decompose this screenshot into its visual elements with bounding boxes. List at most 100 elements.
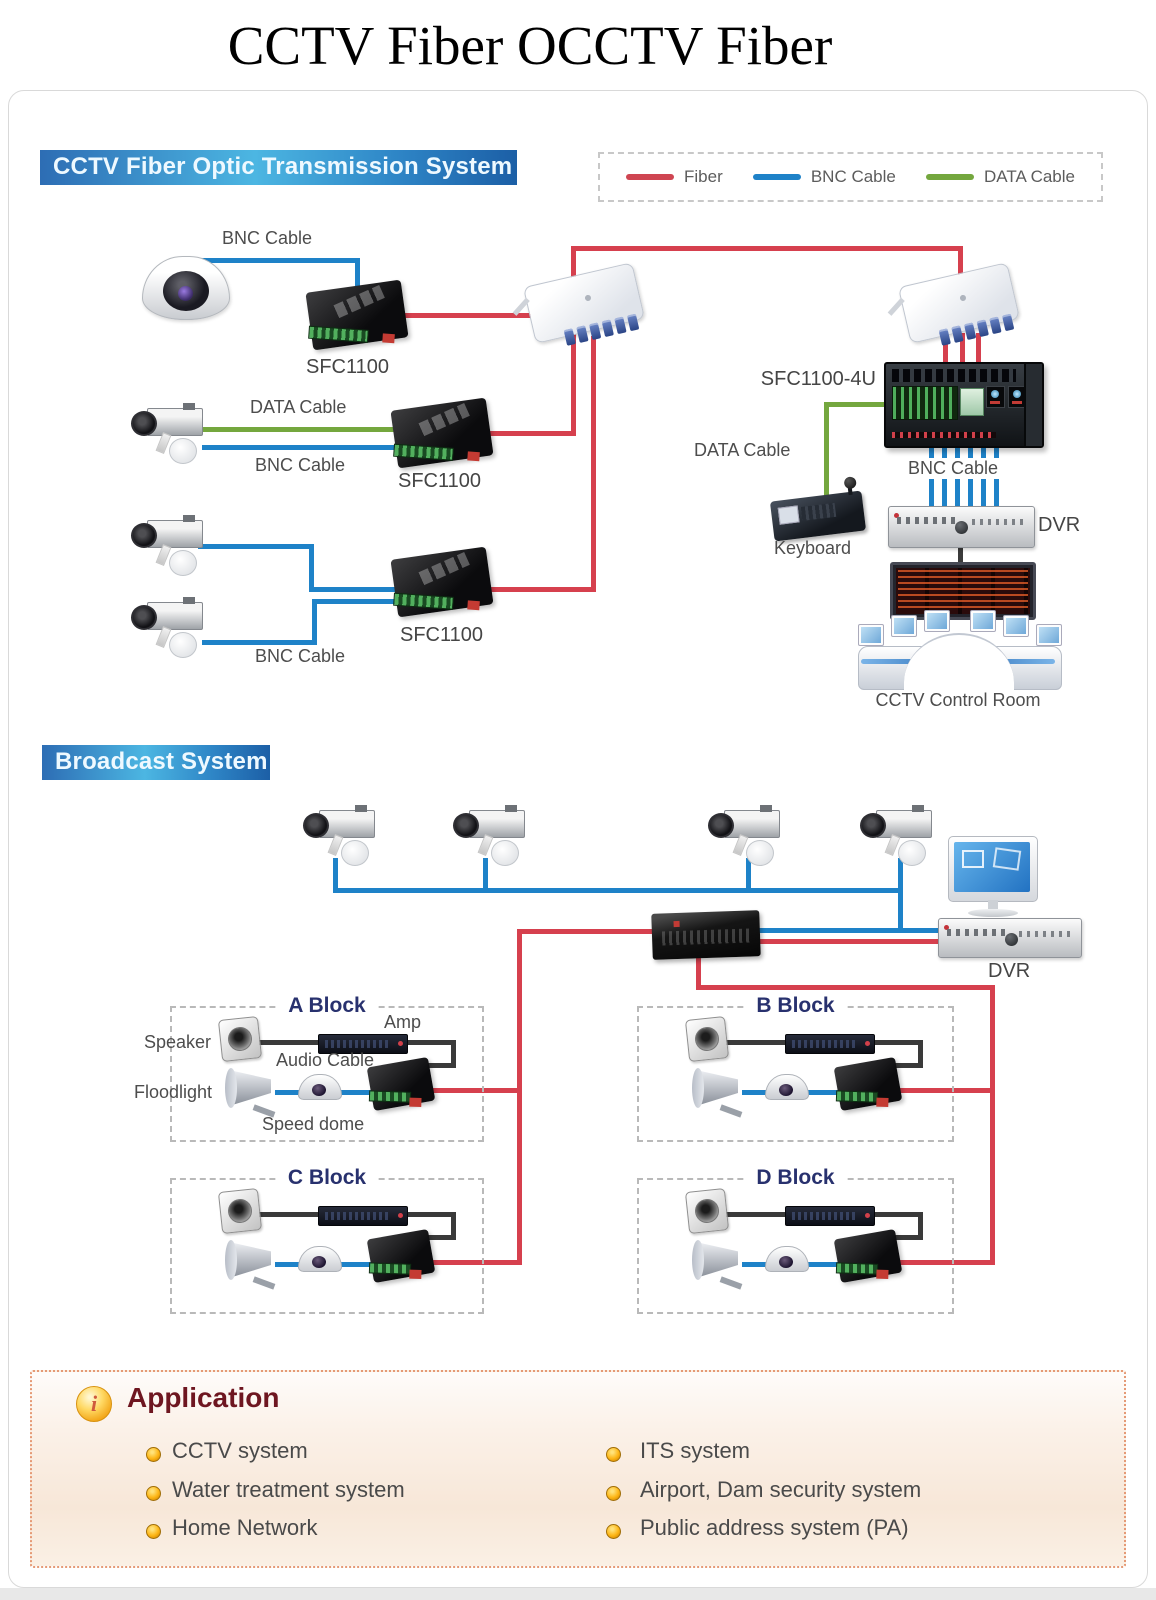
console-monitor — [970, 610, 996, 632]
amplifier — [785, 1034, 875, 1054]
sfc1100-converter-1 — [305, 279, 409, 351]
keyboard-keys — [800, 502, 837, 521]
camera-wall-plate — [341, 840, 369, 866]
section-header-fiber-system: CCTV Fiber Optic Transmission System — [40, 150, 517, 185]
data-line-swatch — [925, 174, 974, 180]
switcher-slots — [661, 928, 751, 946]
amplifier — [785, 1206, 875, 1226]
dome-lens — [779, 1256, 793, 1268]
bnc-cable-line — [807, 1262, 841, 1267]
speed-dome-camera — [298, 1246, 342, 1276]
audio-cable-line — [918, 1040, 923, 1068]
rack-green-card — [960, 388, 984, 416]
audio-cable-line — [404, 1040, 456, 1045]
console-arch — [904, 633, 1014, 691]
bnc-cable-line — [742, 1090, 768, 1095]
camera-viewfinder — [912, 805, 924, 812]
box-camera — [860, 805, 938, 866]
camera-viewfinder — [355, 805, 367, 812]
camera-lens — [131, 523, 157, 548]
legend: Fiber BNC Cable DATA Cable — [598, 152, 1103, 202]
converter-terminal — [368, 1090, 412, 1103]
fiber-line — [571, 334, 576, 436]
dvr-buttons — [947, 929, 1005, 936]
bnc-cable-line — [333, 888, 903, 893]
bnc-cable-line — [898, 858, 903, 892]
block-title: C Block — [277, 1166, 377, 1190]
fiber-line — [696, 985, 995, 990]
dome-lens — [779, 1084, 793, 1096]
dvr-buttons — [1019, 931, 1071, 937]
application-item: ITS system — [640, 1438, 751, 1463]
data-cable-label: DATA Cable — [694, 440, 791, 460]
camera-lens — [860, 813, 886, 838]
data-cable-line — [824, 402, 829, 502]
floodlight — [692, 1240, 744, 1290]
fiber-line — [478, 431, 576, 436]
speaker — [684, 1188, 730, 1234]
camera-viewfinder — [183, 403, 195, 410]
bnc-cable-line — [742, 1262, 768, 1267]
rack-meter — [986, 386, 1005, 408]
camera-lens — [453, 813, 479, 838]
fiber-trunk-right — [990, 985, 995, 1265]
converter-terminal — [835, 1090, 879, 1103]
legend-label: BNC Cable — [810, 167, 896, 186]
camera-lens — [131, 605, 157, 630]
dvr-led — [944, 925, 949, 930]
bnc-cable-line — [340, 1262, 374, 1267]
amplifier — [318, 1206, 408, 1226]
legend-item-data: DATA Cable — [925, 167, 1075, 187]
video-wall-screen — [890, 562, 1036, 620]
converter-body — [366, 1228, 436, 1284]
legend-label: DATA Cable — [983, 167, 1075, 186]
block-title: B Block — [746, 994, 845, 1018]
speed-dome-label: Speed dome — [262, 1114, 365, 1134]
dvr-knob — [1005, 933, 1018, 946]
floodlight — [692, 1068, 744, 1118]
box-camera — [131, 515, 209, 576]
fiber-line — [426, 1260, 522, 1265]
fiber-line — [757, 939, 942, 944]
rack-side-panel — [1024, 364, 1042, 446]
bnc-cable-line — [355, 258, 360, 298]
camera-viewfinder — [505, 805, 517, 812]
camera-wall-plate — [169, 550, 197, 576]
audio-cable-line — [256, 1040, 320, 1045]
floodlight — [225, 1240, 277, 1290]
bnc-cable-line — [312, 599, 402, 604]
monitor-stand — [988, 900, 998, 909]
fiber-line — [960, 333, 965, 367]
sfc1100-converter-3 — [390, 546, 494, 618]
fiber-line-swatch — [626, 174, 674, 180]
converter-body — [366, 1056, 436, 1112]
fiber-converter — [833, 1228, 903, 1284]
speaker — [217, 1016, 263, 1062]
camera-wall-plate — [169, 438, 197, 464]
camera-wall-plate — [898, 840, 926, 866]
camera-viewfinder — [183, 515, 195, 522]
dvr-led — [894, 513, 899, 518]
fiber-converter — [366, 1228, 436, 1284]
rack-cards — [892, 386, 958, 420]
fiber-line — [893, 1260, 995, 1265]
fiber-line — [571, 246, 963, 251]
application-title: Application — [127, 1382, 280, 1413]
bnc-cable-line — [275, 1262, 301, 1267]
camera-wall-plate — [169, 632, 197, 658]
converter-red-tab — [409, 1269, 422, 1279]
sfc1100-4u-label: SFC1100-4U — [760, 368, 876, 390]
fiber-line — [943, 333, 948, 367]
info-icon: i — [76, 1386, 112, 1422]
speed-dome-camera — [298, 1074, 342, 1104]
keyboard-label: Keyboard — [774, 538, 852, 558]
dvr-unit-2 — [938, 918, 1082, 958]
converter-red-tab — [382, 333, 395, 344]
fiber-converter — [833, 1056, 903, 1112]
converter-red-tab — [467, 451, 480, 462]
application-item: Home Network — [172, 1515, 318, 1540]
camera-viewfinder — [760, 805, 772, 812]
fiber-line — [958, 246, 963, 290]
audio-cable-line — [404, 1212, 456, 1217]
audio-cable-line — [871, 1040, 923, 1045]
